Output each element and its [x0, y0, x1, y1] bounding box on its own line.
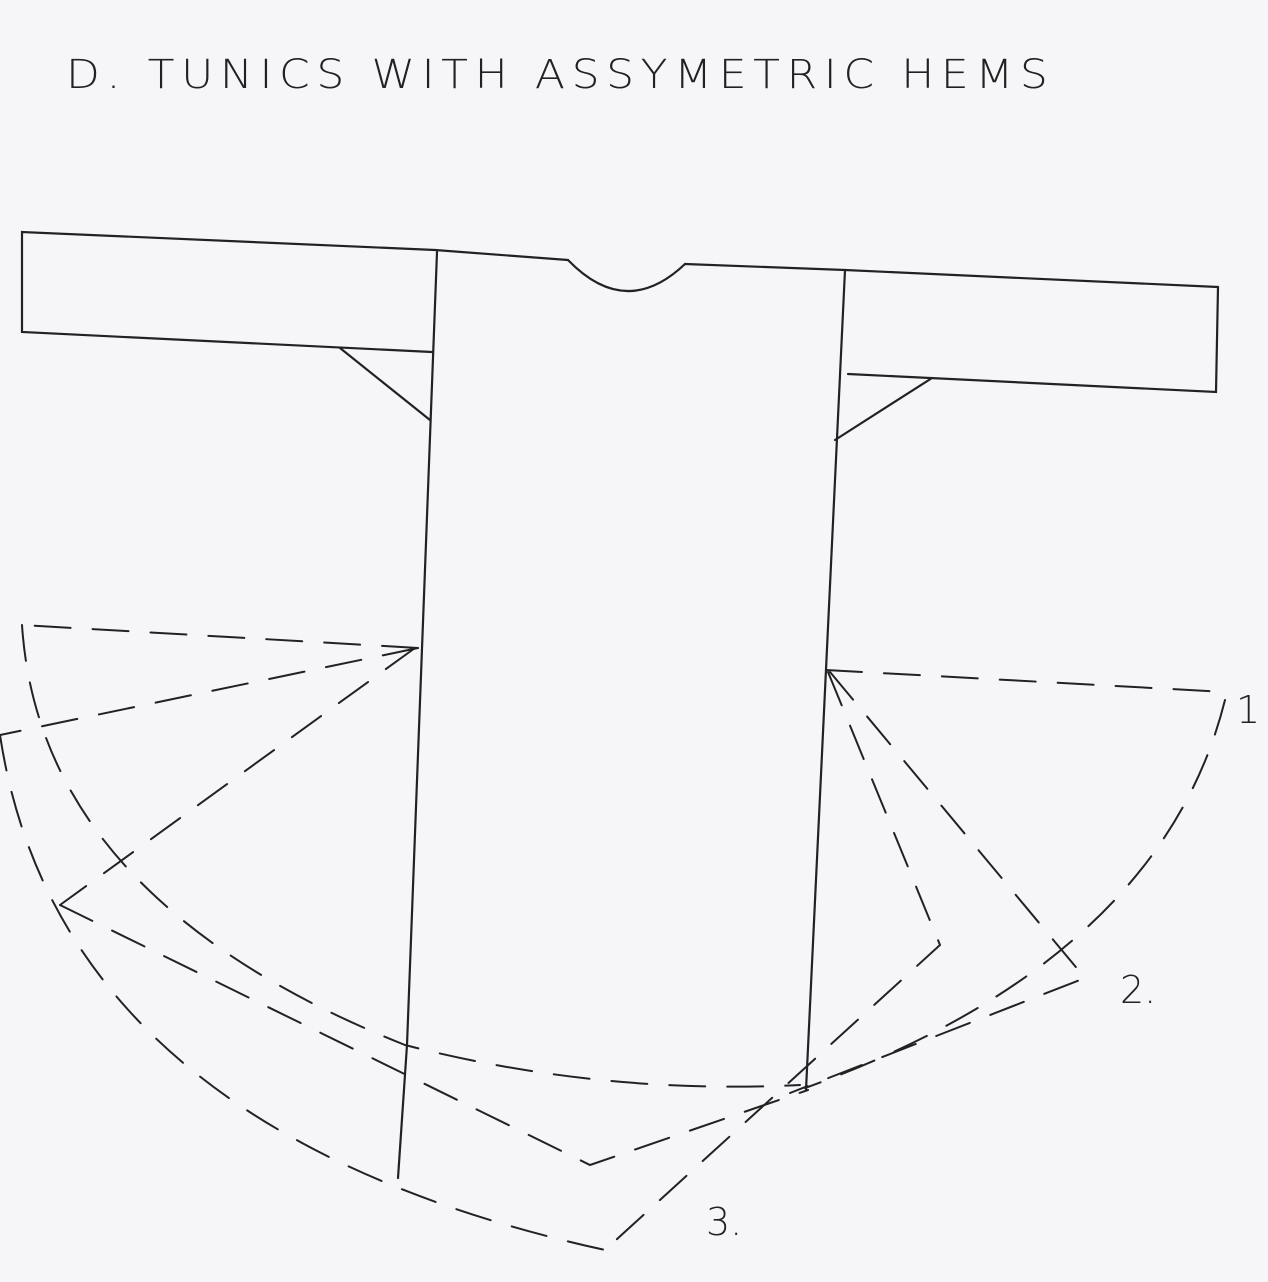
left-gusset — [338, 346, 432, 422]
right-body-side — [804, 268, 847, 1092]
hem-label-1: 1 — [1236, 688, 1261, 732]
right-gusset — [833, 376, 934, 442]
diagram-title: D. TUNICS WITH ASSYMETRIC HEMS — [66, 52, 1055, 98]
left-body-side — [396, 250, 439, 1180]
hem-3 — [0, 647, 942, 1251]
tunic-outline — [20, 230, 1220, 1180]
hem-label-3: 3. — [706, 1200, 743, 1244]
shoulder-line — [433, 248, 1220, 289]
hem-2 — [59, 647, 1087, 1167]
hem-label-2: 2. — [1120, 968, 1157, 1012]
neckline — [566, 258, 687, 293]
right-sleeve — [846, 285, 1220, 394]
left-sleeve — [20, 230, 437, 354]
hem-1 — [21, 624, 1226, 1089]
